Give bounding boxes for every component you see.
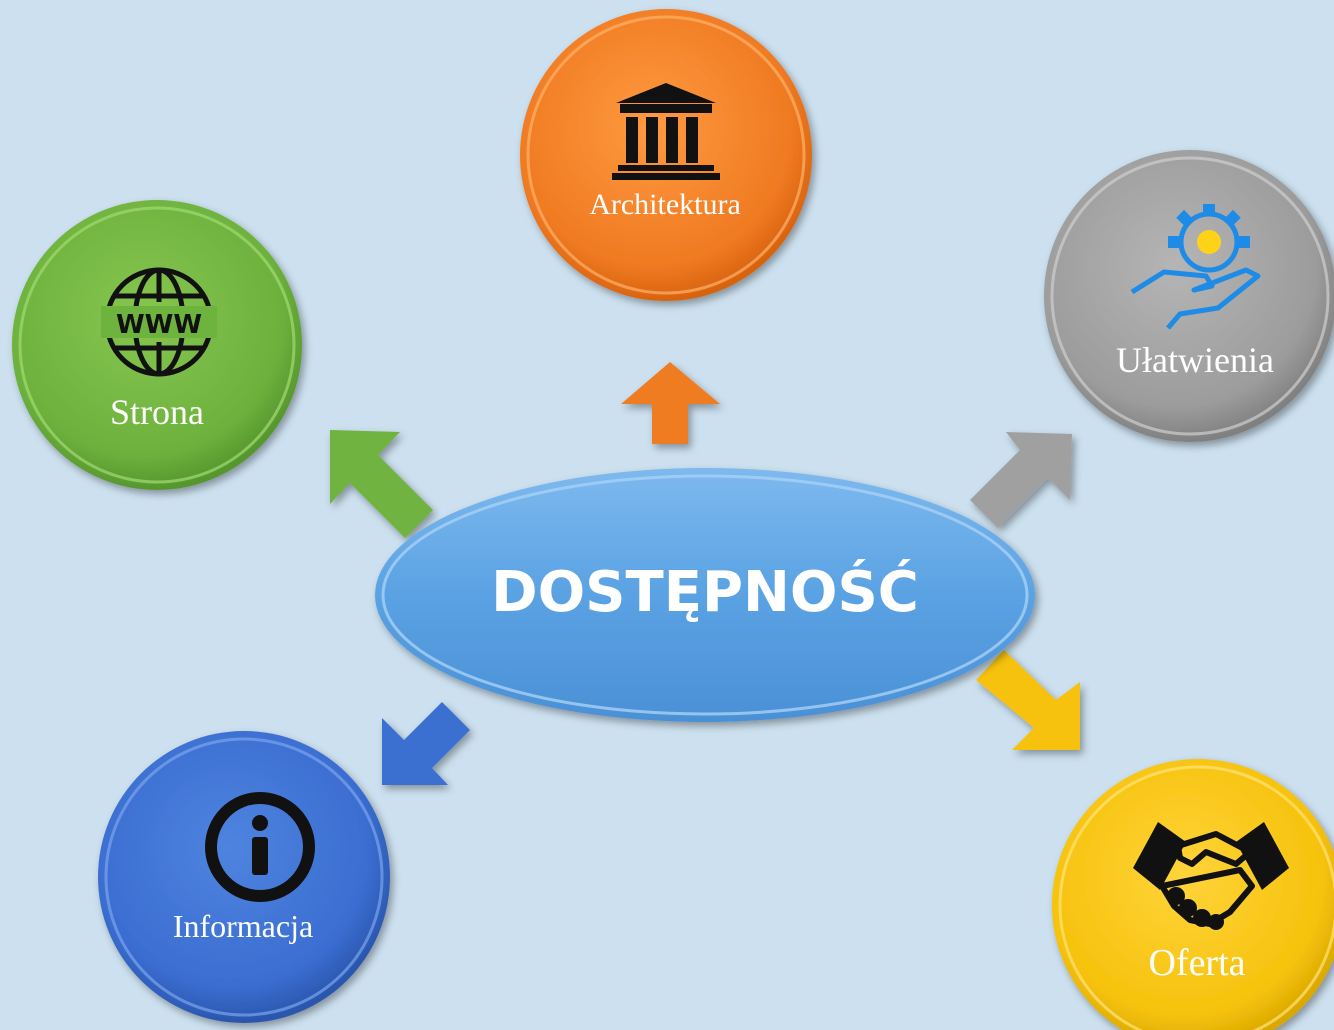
node-label-ulatwienia: Ułatwienia <box>1116 340 1274 380</box>
arrow-up-left <box>330 430 433 538</box>
building-columns-icon <box>612 83 720 180</box>
info-icon <box>205 792 315 902</box>
arrow-down-left <box>382 702 470 785</box>
arrow-up <box>621 362 720 444</box>
node-oferta: Oferta <box>1052 759 1334 1030</box>
node-label-informacja: Informacja <box>173 908 313 944</box>
node-informacja: Informacja <box>98 731 390 1023</box>
hand-gear-icon <box>1130 204 1261 330</box>
svg-text:WWW: WWW <box>116 310 202 340</box>
arrow-down-right <box>976 650 1080 750</box>
center-node: DOSTĘPNOŚĆ <box>375 468 1035 722</box>
node-label-strona: Strona <box>110 392 204 432</box>
center-label: DOSTĘPNOŚĆ <box>491 560 919 625</box>
handshake-icon <box>1133 822 1289 930</box>
globe-www-icon: WWW <box>101 267 217 377</box>
arrow-up-right <box>970 432 1072 528</box>
node-ulatwienia: Ułatwienia <box>1044 150 1334 442</box>
node-architektura: Architektura <box>520 9 812 301</box>
node-label-architektura: Architektura <box>589 188 741 221</box>
center-ellipse <box>375 468 1035 722</box>
node-label-oferta: Oferta <box>1148 942 1245 984</box>
node-strona: WWW Strona <box>12 200 302 490</box>
